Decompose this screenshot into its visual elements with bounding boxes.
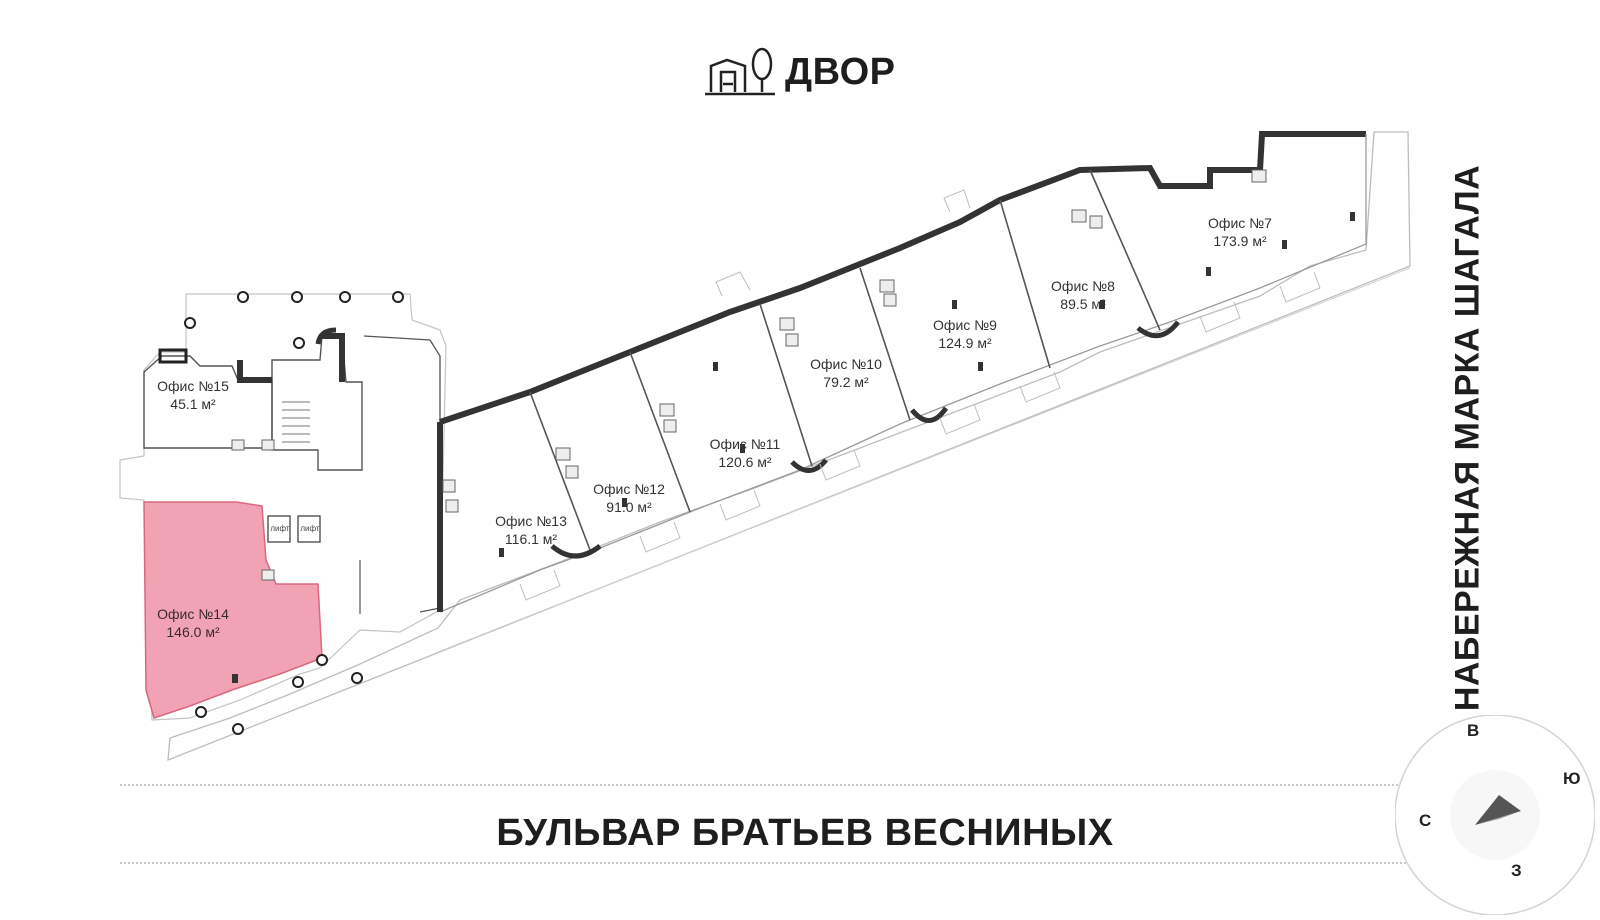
stair-steps bbox=[282, 401, 310, 443]
bay-windows bbox=[315, 320, 1180, 559]
compass-south: Ю bbox=[1563, 769, 1581, 788]
playground-tree-icon bbox=[705, 47, 775, 96]
compass-arrow-icon bbox=[1475, 795, 1521, 825]
left-columns bbox=[184, 291, 404, 735]
office-15-area[interactable] bbox=[143, 355, 273, 449]
elevator-1 bbox=[267, 515, 291, 543]
sanitary-units bbox=[231, 169, 1267, 581]
office-15-label[interactable]: Офис №15 45.1 м² bbox=[157, 378, 229, 412]
elevator-2 bbox=[297, 515, 321, 543]
street-boulevard: БУЛЬВАР БРАТЬЕВ ВЕСНИНЫХ bbox=[496, 812, 1114, 854]
compass: В Ю С З bbox=[1394, 714, 1596, 916]
interior-columns bbox=[232, 212, 1355, 683]
street-yard: ДВОР bbox=[705, 42, 895, 102]
office-7-label[interactable]: Офис №7 173.9 м² bbox=[1208, 215, 1272, 249]
compass-west: З bbox=[1511, 861, 1522, 880]
building-facade-yard bbox=[439, 131, 1366, 425]
window-bays bbox=[519, 189, 1321, 601]
office-8-label[interactable]: Офис №8 89.5 м² bbox=[1051, 278, 1115, 312]
office-12-label[interactable]: Офис №12 91.0 м² bbox=[593, 481, 665, 515]
office-partitions bbox=[529, 169, 1161, 551]
office-14-label[interactable]: Офис №14 146.0 м² bbox=[157, 606, 229, 640]
stair-core bbox=[271, 335, 363, 471]
terrace-outline bbox=[167, 131, 1411, 761]
office-10-label[interactable]: Офис №10 79.2 м² bbox=[810, 356, 882, 390]
lobby-wall bbox=[363, 335, 441, 613]
office-13-label[interactable]: Офис №13 116.1 м² bbox=[495, 513, 567, 547]
office-15-balcony bbox=[158, 348, 188, 364]
divider-bottom bbox=[120, 862, 1430, 864]
compass-east: В bbox=[1467, 721, 1480, 740]
elevator-1-label: лифт bbox=[270, 524, 290, 533]
core-wall bbox=[322, 333, 345, 382]
street-yard-label: ДВОР bbox=[785, 50, 896, 93]
sidewalk-line bbox=[437, 267, 1411, 653]
elevator-2-label: лифт bbox=[300, 524, 320, 533]
compass-north: С bbox=[1419, 811, 1432, 830]
compass-dial bbox=[1394, 714, 1596, 916]
office-11-label[interactable]: Офис №11 120.6 м² bbox=[709, 436, 781, 470]
core-wall-2 bbox=[237, 360, 272, 383]
office-9-label[interactable]: Офис №9 124.9 м² bbox=[933, 317, 997, 351]
divider-top bbox=[120, 784, 1430, 786]
playground-icon bbox=[709, 58, 747, 92]
